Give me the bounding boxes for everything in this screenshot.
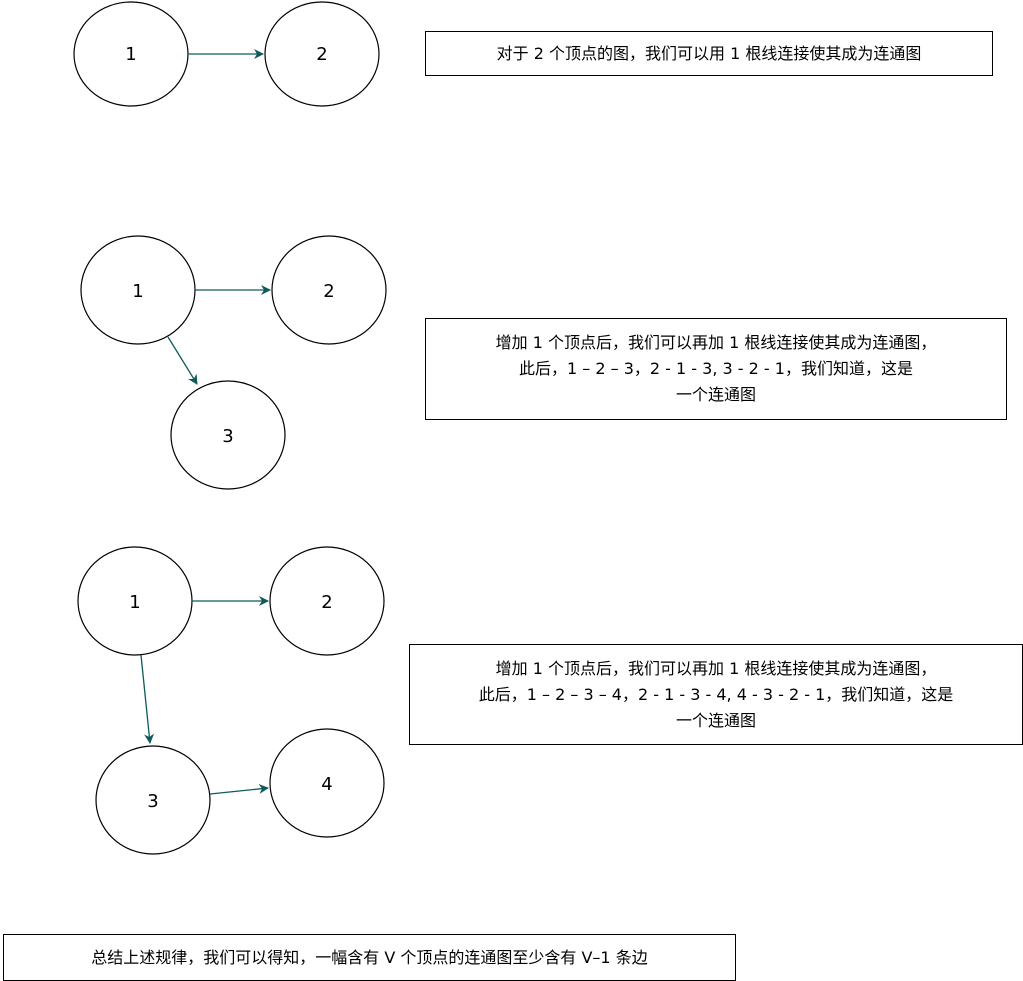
note-3-line-2: 此后，1 – 2 – 3 – 4，2 - 1 - 3 - 4, 4 - 3 - … xyxy=(478,684,954,704)
note-2-line-3: 一个连通图 xyxy=(675,385,756,404)
note-3-line-3: 一个连通图 xyxy=(675,710,756,730)
fig3-node-1: 1 xyxy=(77,546,193,656)
fig3-node-4: 4 xyxy=(269,728,385,838)
figure-3: 1 2 3 4 xyxy=(77,546,385,855)
fig2-node-3: 3 xyxy=(170,380,286,490)
fig3-node-2-label: 2 xyxy=(321,592,332,613)
fig3-node-3-label: 3 xyxy=(147,791,158,812)
fig1-node-1: 1 xyxy=(73,1,189,107)
figure-2: 1 2 3 xyxy=(80,235,387,490)
fig3-node-3: 3 xyxy=(95,745,211,855)
note-2-line-2: 此后，1 – 2 – 3，2 - 1 - 3, 3 - 2 - 1，我们知道，这… xyxy=(519,359,913,378)
note-figure-1: 对于 2 个顶点的图，我们可以用 1 根线连接使其成为连通图 xyxy=(425,31,993,76)
note-2-line-1: 增加 1 个顶点后，我们可以再加 1 根线连接使其成为连通图， xyxy=(495,333,937,352)
fig3-edge-1-3 xyxy=(140,654,155,744)
fig2-node-3-label: 3 xyxy=(222,426,233,447)
fig2-node-2-label: 2 xyxy=(323,281,334,302)
fig2-edge-1-3 xyxy=(167,336,198,385)
summary-note: 总结上述规律，我们可以得知，一幅含有 V 个顶点的连通图至少含有 V–1 条边 xyxy=(3,934,736,981)
note-1-line-1: 对于 2 个顶点的图，我们可以用 1 根线连接使其成为连通图 xyxy=(496,43,922,63)
note-figure-3: 增加 1 个顶点后，我们可以再加 1 根线连接使其成为连通图， 此后，1 – 2… xyxy=(409,644,1023,745)
note-3-line-1: 增加 1 个顶点后，我们可以再加 1 根线连接使其成为连通图， xyxy=(495,658,937,678)
fig2-node-1: 1 xyxy=(80,235,196,345)
fig3-edge-3-4 xyxy=(209,783,269,795)
fig2-node-1-label: 1 xyxy=(132,281,143,302)
note-figure-2: 增加 1 个顶点后，我们可以再加 1 根线连接使其成为连通图， 此后，1 – 2… xyxy=(425,318,1007,420)
summary-text: 总结上述规律，我们可以得知，一幅含有 V 个顶点的连通图至少含有 V–1 条边 xyxy=(91,947,648,967)
fig3-node-4-label: 4 xyxy=(321,774,332,795)
fig1-node-1-label: 1 xyxy=(125,44,136,65)
fig3-node-1-label: 1 xyxy=(129,592,140,613)
fig1-node-2: 2 xyxy=(264,1,380,107)
fig2-node-2: 2 xyxy=(271,235,387,345)
fig1-node-2-label: 2 xyxy=(316,44,327,65)
fig3-node-2: 2 xyxy=(269,546,385,656)
figure-1: 1 2 xyxy=(73,1,380,107)
